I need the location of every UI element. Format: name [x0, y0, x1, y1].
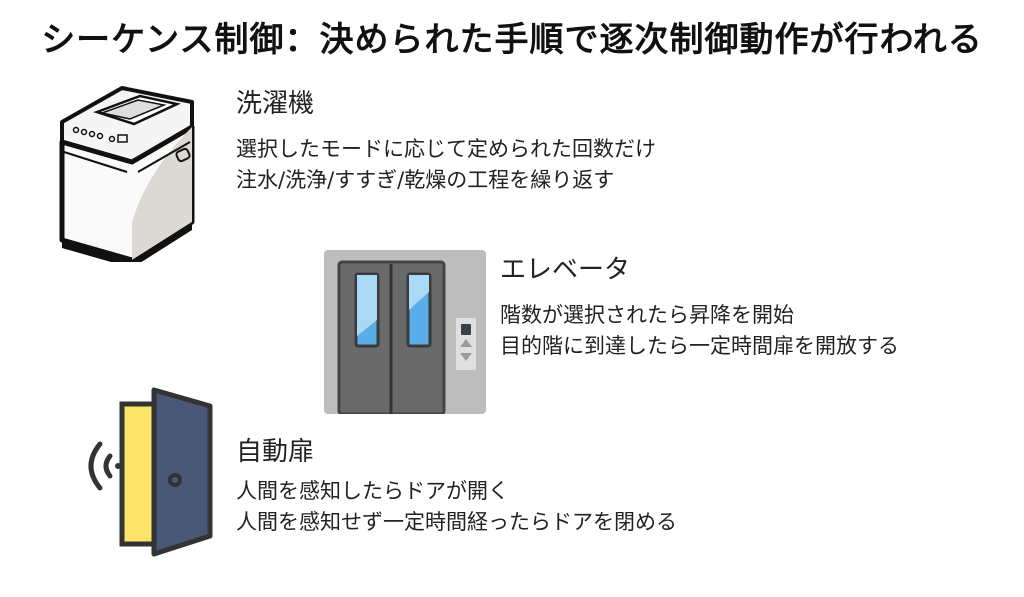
washing-machine-line-2: 注水/洗浄/すすぎ/乾燥の工程を繰り返す [236, 168, 615, 192]
elevator-icon [324, 250, 486, 416]
automatic-door-icon [78, 384, 228, 560]
washing-machine-icon [52, 82, 202, 268]
elevator-heading: エレベータ [500, 255, 631, 285]
washing-machine-description: 洗濯機 選択したモードに応じて定められた回数だけ 注水/洗浄/すすぎ/乾燥の工程… [236, 88, 656, 196]
automatic-door-line-1: 人間を感知したらドアが開く [236, 479, 509, 503]
washing-machine-heading: 洗濯機 [236, 89, 315, 119]
page-title: シーケンス制御：決められた手順で逐次制御動作が行われる [41, 20, 983, 60]
automatic-door-line-2: 人間を感知せず一定時間経ったらドアを閉める [236, 510, 677, 534]
automatic-door-heading: 自動扉 [236, 437, 315, 467]
elevator-line-1: 階数が選択されたら昇降を開始 [500, 303, 794, 327]
elevator-description: エレベータ 階数が選択されたら昇降を開始 目的階に到達したら一定時間扉を開放する [500, 254, 899, 362]
washing-machine-line-1: 選択したモードに応じて定められた回数だけ [236, 137, 656, 161]
automatic-door-description: 自動扉 人間を感知したらドアが開く 人間を感知せず一定時間経ったらドアを閉める [236, 436, 677, 538]
elevator-line-2: 目的階に到達したら一定時間扉を開放する [500, 334, 899, 358]
